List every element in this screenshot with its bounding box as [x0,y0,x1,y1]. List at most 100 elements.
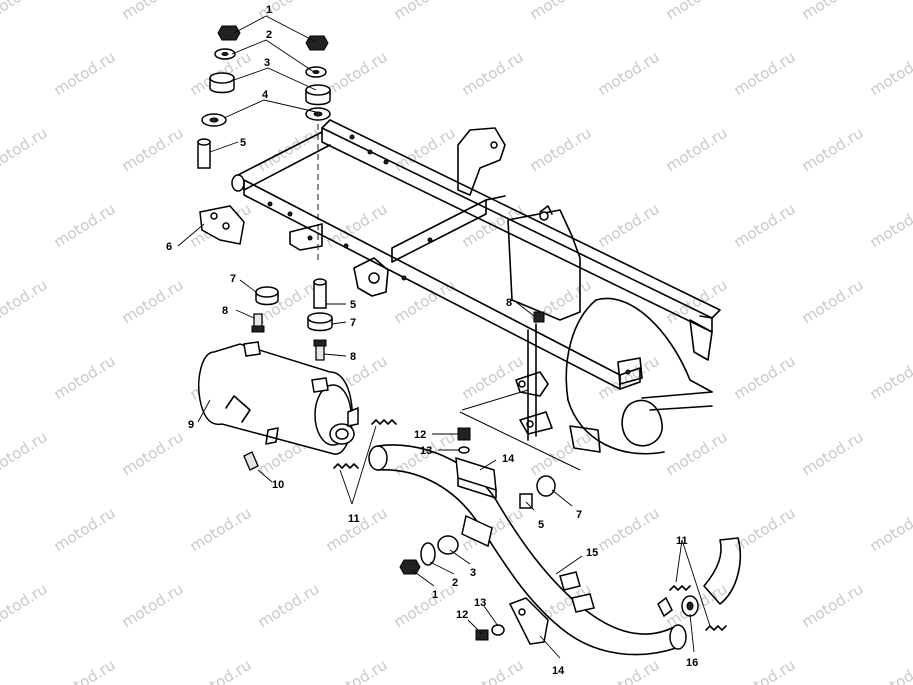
watermark-text: motod.ru [391,580,459,632]
watermark-text: motod.ru [0,580,50,632]
callout-1-top: 1 [266,4,272,16]
watermark-text: motod.ru [255,0,323,23]
watermark-text: motod.ru [867,656,913,685]
callout-12-bottom: 12 [456,609,468,621]
muffler [198,341,359,455]
lower-washer [420,542,436,566]
watermark-text: motod.ru [0,0,50,23]
watermark-text: motod.ru [663,276,731,328]
watermark-text: motod.ru [663,428,731,480]
leader-lines [177,15,711,659]
callout-12-top: 12 [414,429,426,441]
watermark-text: motod.ru [867,352,913,404]
callout-9: 9 [188,419,194,431]
watermark-text: motod.ru [799,124,867,176]
watermark-text: motod.ru [731,504,799,556]
callout-15: 15 [586,547,598,559]
left-lower-grommet [251,286,279,333]
callout-3-top: 3 [264,57,270,69]
callout-labels: 1 2 3 4 5 6 7 8 5 7 8 8 9 10 11 12 13 14… [166,4,698,677]
watermark-text: motod.ru [595,48,663,100]
watermark-text: motod.ru [391,124,459,176]
left-mount-stack [197,25,241,169]
watermark-text: motod.ru [51,200,119,252]
callout-13-top: 13 [420,445,432,457]
watermark-text: motod.ru [731,656,799,685]
watermark-text: motod.ru [731,48,799,100]
watermark-text: motod.ru [459,48,527,100]
watermark-text: motod.ru [595,504,663,556]
watermark-text: motod.ru [119,124,187,176]
callout-8-left: 8 [222,305,228,317]
pipe-clamp-lower [508,597,549,645]
callout-13-bottom: 13 [474,597,486,609]
watermark-text: motod.ru [51,48,119,100]
callout-4-top: 4 [262,89,269,101]
watermark-text: motod.ru [527,124,595,176]
callout-2-top: 2 [266,29,272,41]
callout-14-bottom: 14 [552,665,565,677]
watermark-text: motod.ru [391,0,459,23]
callout-8-center: 8 [350,351,356,363]
watermark-text: motod.ru [391,276,459,328]
callout-16: 16 [686,657,698,669]
watermark-text: motod.ru [459,352,527,404]
callout-3-bottom: 3 [470,567,476,579]
callout-2-bottom: 2 [452,577,458,589]
right-mount-stack [305,35,331,121]
watermark-text: motod.ru [663,124,731,176]
watermark-text: motod.ru [51,504,119,556]
spring-right-1 [669,585,691,591]
watermark-text: motod.ru [323,48,391,100]
callout-8-engine: 8 [506,297,512,309]
watermark-text: motod.ru [595,200,663,252]
lower-grommet [437,535,459,555]
upper-bolt-12 [457,427,471,441]
springs-left [333,419,397,469]
callout-11-left: 11 [348,513,360,525]
watermark-text: motod.ru [323,656,391,685]
exhaust-pipe [368,444,687,656]
spring-right-2 [705,625,727,631]
watermark-text: motod.ru [119,580,187,632]
lower-bolt-12 [475,629,489,641]
callout-10: 10 [272,479,284,491]
watermark-text: motod.ru [119,276,187,328]
watermark-text: motod.ru [187,504,255,556]
watermark-text: motod.ru [187,656,255,685]
muffler-bracket [199,205,245,245]
watermark-text: motod.ru [0,276,50,328]
watermark-text: motod.ru [527,0,595,23]
watermark-text: motod.ru [51,352,119,404]
center-lower-stack [307,278,333,361]
vehicle-frame [231,119,721,390]
lower-nut [399,559,421,575]
watermark-text: motod.ru [255,580,323,632]
muffler-bolt [243,451,259,471]
callout-7-center: 7 [350,317,356,329]
callout-1-bottom: 1 [432,589,438,601]
watermark-text: motod.ru [799,276,867,328]
callout-6: 6 [166,241,172,253]
engine-bolt [533,311,545,323]
callout-5-center: 5 [350,299,356,311]
callout-11-right: 11 [676,535,688,547]
pipe-clamp-upper [455,456,497,499]
watermark-text: motod.ru [867,200,913,252]
watermark-text: motod.ru [595,656,663,685]
lower-washer-13 [491,624,505,636]
callout-7-left: 7 [230,273,236,285]
upper-washer-13 [458,446,470,454]
watermark-text: motod.ru [731,352,799,404]
watermark-text: motod.ru [663,0,731,23]
callout-14-top: 14 [502,453,515,465]
watermark-text: motod.ru [799,0,867,23]
grommet-right [536,475,556,497]
watermark-text: motod.ru [731,200,799,252]
watermark-text: motod.ru [0,124,50,176]
exhaust-port [703,537,742,605]
watermark-text: motod.ru [119,0,187,23]
watermark-text: motod.ru [0,428,50,480]
watermark-text: motod.ru [323,504,391,556]
